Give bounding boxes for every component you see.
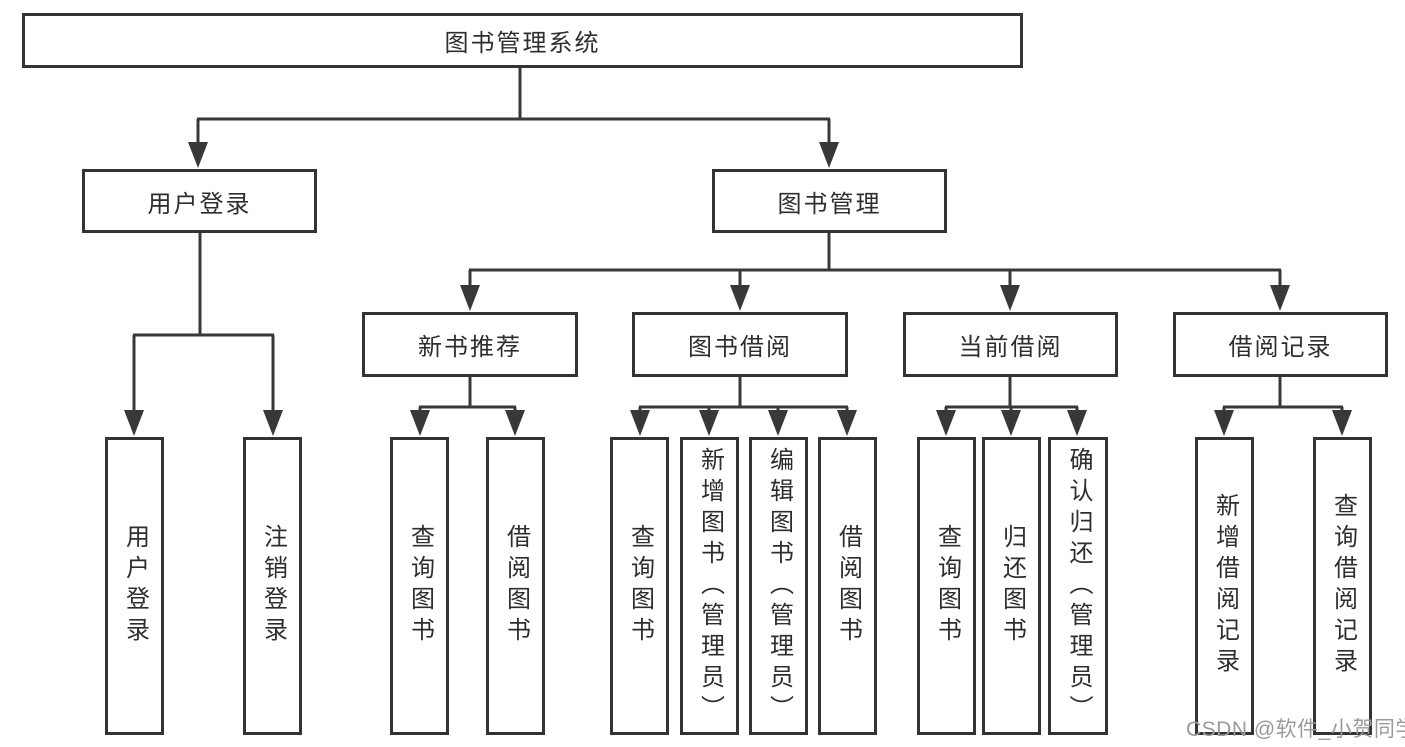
leaf-bb-add-books-admin: 新增图书（管理员） <box>680 437 739 735</box>
leaf-br-add-record: 新增借阅记录 <box>1195 437 1254 735</box>
node-book-management: 图书管理 <box>712 169 947 233</box>
leaf-nbr-query-books-label: 查询图书 <box>406 524 434 648</box>
leaf-br-query-record-label: 查询借阅记录 <box>1329 493 1357 679</box>
leaf-user-login-label: 用户登录 <box>121 524 149 648</box>
edge-root-to-level2 <box>188 68 839 168</box>
node-current-borrowing-label: 当前借阅 <box>958 334 1063 361</box>
edge-user-login-to-leaves <box>124 233 283 436</box>
edge-current-borrowing-to-leaves <box>936 377 1087 436</box>
csdn-watermark: CSDN @软件_小贺同学 <box>1186 718 1405 741</box>
node-new-book-recommendation-label: 新书推荐 <box>418 334 522 361</box>
node-root-system-label: 图书管理系统 <box>444 30 601 57</box>
node-current-borrowing: 当前借阅 <box>903 312 1118 377</box>
leaf-bb-add-books-admin-label: 新增图书（管理员） <box>696 446 724 726</box>
node-user-login: 用户登录 <box>82 169 317 233</box>
edge-book-borrowing-to-leaves <box>630 377 857 436</box>
leaf-cb-return-books-label: 归还图书 <box>998 524 1026 648</box>
leaf-user-login: 用户登录 <box>105 437 164 735</box>
leaf-br-add-record-label: 新增借阅记录 <box>1211 493 1239 679</box>
leaf-nbr-query-books: 查询图书 <box>390 437 449 735</box>
edge-new-book-rec-to-leaves <box>410 377 525 436</box>
leaf-cb-return-books: 归还图书 <box>982 437 1041 735</box>
node-book-borrowing: 图书借阅 <box>632 312 848 377</box>
leaf-bb-edit-books-admin-label: 编辑图书（管理员） <box>765 446 793 726</box>
leaf-nbr-borrow-books: 借阅图书 <box>486 437 545 735</box>
leaf-cb-query-books-label: 查询图书 <box>933 524 961 648</box>
node-book-borrowing-label: 图书借阅 <box>688 334 792 361</box>
leaf-bb-borrow-books-label: 借阅图书 <box>834 524 862 648</box>
node-borrowing-records-label: 借阅记录 <box>1228 334 1333 361</box>
leaf-bb-query-books: 查询图书 <box>610 437 669 735</box>
leaf-bb-borrow-books: 借阅图书 <box>818 437 877 735</box>
leaf-bb-query-books-label: 查询图书 <box>626 524 654 648</box>
node-user-login-label: 用户登录 <box>147 190 252 218</box>
node-borrowing-records: 借阅记录 <box>1173 312 1388 377</box>
leaf-br-query-record: 查询借阅记录 <box>1313 437 1372 735</box>
edge-book-management-to-level3 <box>460 233 1290 311</box>
leaf-logout: 注销登录 <box>243 437 302 735</box>
node-new-book-recommendation: 新书推荐 <box>362 312 578 377</box>
leaf-bb-edit-books-admin: 编辑图书（管理员） <box>749 437 808 735</box>
node-book-management-label: 图书管理 <box>777 190 882 218</box>
leaf-cb-confirm-return-admin-label: 确认归还（管理员） <box>1065 446 1092 726</box>
edge-borrowing-records-to-leaves <box>1214 377 1352 436</box>
leaf-logout-label: 注销登录 <box>259 524 287 648</box>
node-root-system: 图书管理系统 <box>22 13 1023 68</box>
leaf-nbr-borrow-books-label: 借阅图书 <box>502 524 530 648</box>
leaf-cb-query-books: 查询图书 <box>917 437 976 735</box>
leaf-cb-confirm-return-admin: 确认归还（管理员） <box>1048 437 1108 735</box>
